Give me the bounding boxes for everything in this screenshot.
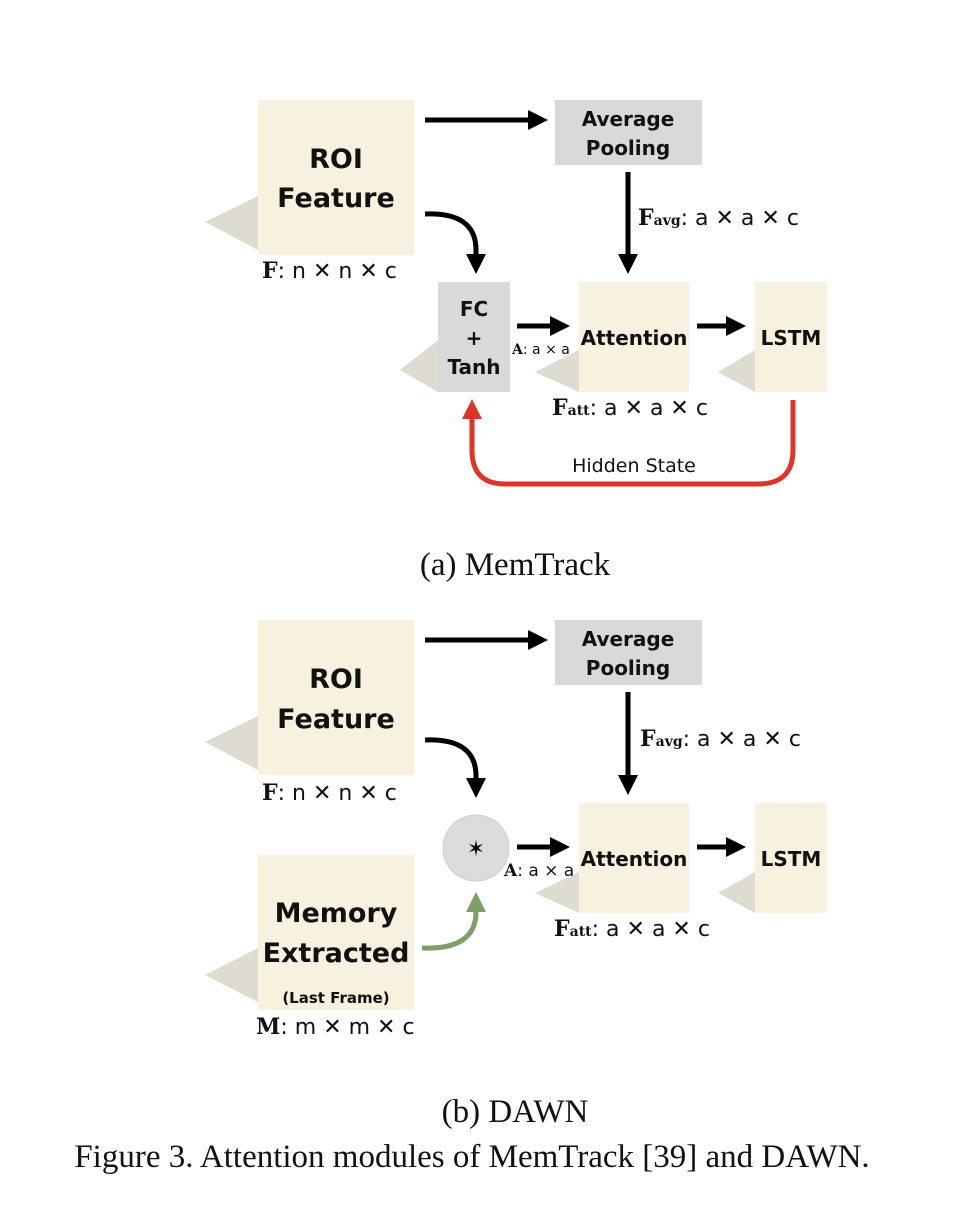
convolution-node — [442, 814, 510, 882]
attention-box — [579, 282, 689, 392]
memory-box — [258, 855, 414, 1010]
roi-shadow-b — [205, 716, 258, 770]
caption-b: (b) DAWN — [442, 1094, 589, 1130]
roi-dim: F: n ✕ n ✕ c — [262, 258, 397, 284]
lstm-label-b: LSTM — [761, 847, 822, 871]
convolution-icon: ✶ — [467, 837, 485, 862]
a-dim: A: a × a — [511, 342, 570, 358]
attention-shadow-b — [535, 872, 579, 913]
panel-a: ROI Feature F: n ✕ n ✕ c Average Pooling… — [205, 100, 827, 583]
roi-label-2-b: Feature — [277, 704, 395, 735]
roi-to-conv-arrow — [424, 737, 486, 798]
average-pooling-box — [555, 100, 702, 165]
fc-label-2: + — [466, 326, 483, 350]
roi-to-fc-arrow — [424, 211, 486, 274]
memory-label-2: Extracted — [263, 938, 410, 969]
average-pooling-box-b — [555, 620, 702, 685]
lstm-box — [755, 282, 827, 392]
fatt-dim: Fatt: a ✕ a ✕ c — [552, 395, 708, 421]
figure-caption: Figure 3. Attention modules of MemTrack … — [74, 1139, 869, 1175]
fatt-dim-b: Fatt: a ✕ a ✕ c — [554, 916, 710, 942]
avgpool-label-2-b: Pooling — [586, 656, 670, 680]
avgpool-label-1-b: Average — [582, 627, 675, 651]
hidden-state-arrow — [462, 399, 796, 487]
hidden-state-label: Hidden State — [572, 455, 696, 477]
roi-feature-box-b — [258, 620, 414, 775]
panel-b: ROI Feature F: n ✕ n ✕ c Average Pooling… — [205, 620, 827, 1130]
lstm-box-b — [755, 803, 827, 913]
favg-dim: Favg: a ✕ a ✕ c — [638, 205, 799, 231]
memory-label-3: (Last Frame) — [282, 989, 389, 1007]
favg-dim-b: Favg: a ✕ a ✕ c — [640, 726, 801, 752]
lstm-shadow-b — [718, 872, 755, 913]
m-dim: M: m ✕ m ✕ c — [256, 1014, 415, 1040]
lstm-label: LSTM — [761, 326, 822, 350]
memory-label-1: Memory — [275, 898, 398, 929]
avgpool-label-1: Average — [582, 107, 675, 131]
attention-shadow — [535, 350, 579, 392]
attention-box-b — [579, 803, 689, 913]
a-dim-b: A: a × a — [503, 861, 574, 881]
roi-shadow — [205, 196, 258, 250]
attention-label: Attention — [581, 326, 688, 350]
caption-a: (a) MemTrack — [420, 547, 611, 583]
fc-label-3: Tanh — [447, 355, 500, 379]
roi-dim-b: F: n ✕ n ✕ c — [262, 780, 397, 806]
roi-feature-box — [258, 100, 414, 255]
avgpool-label-2: Pooling — [586, 136, 670, 160]
roi-label-2: Feature — [277, 183, 395, 214]
fc-tanh-box — [438, 282, 510, 392]
attention-label-b: Attention — [581, 847, 688, 871]
roi-label-1-b: ROI — [309, 664, 363, 695]
roi-label-1: ROI — [309, 144, 363, 175]
fc-shadow — [400, 340, 438, 392]
memory-shadow — [205, 948, 258, 1002]
fc-label-1: FC — [460, 297, 488, 321]
lstm-shadow — [718, 350, 755, 392]
memory-to-conv-arrow — [421, 892, 486, 951]
